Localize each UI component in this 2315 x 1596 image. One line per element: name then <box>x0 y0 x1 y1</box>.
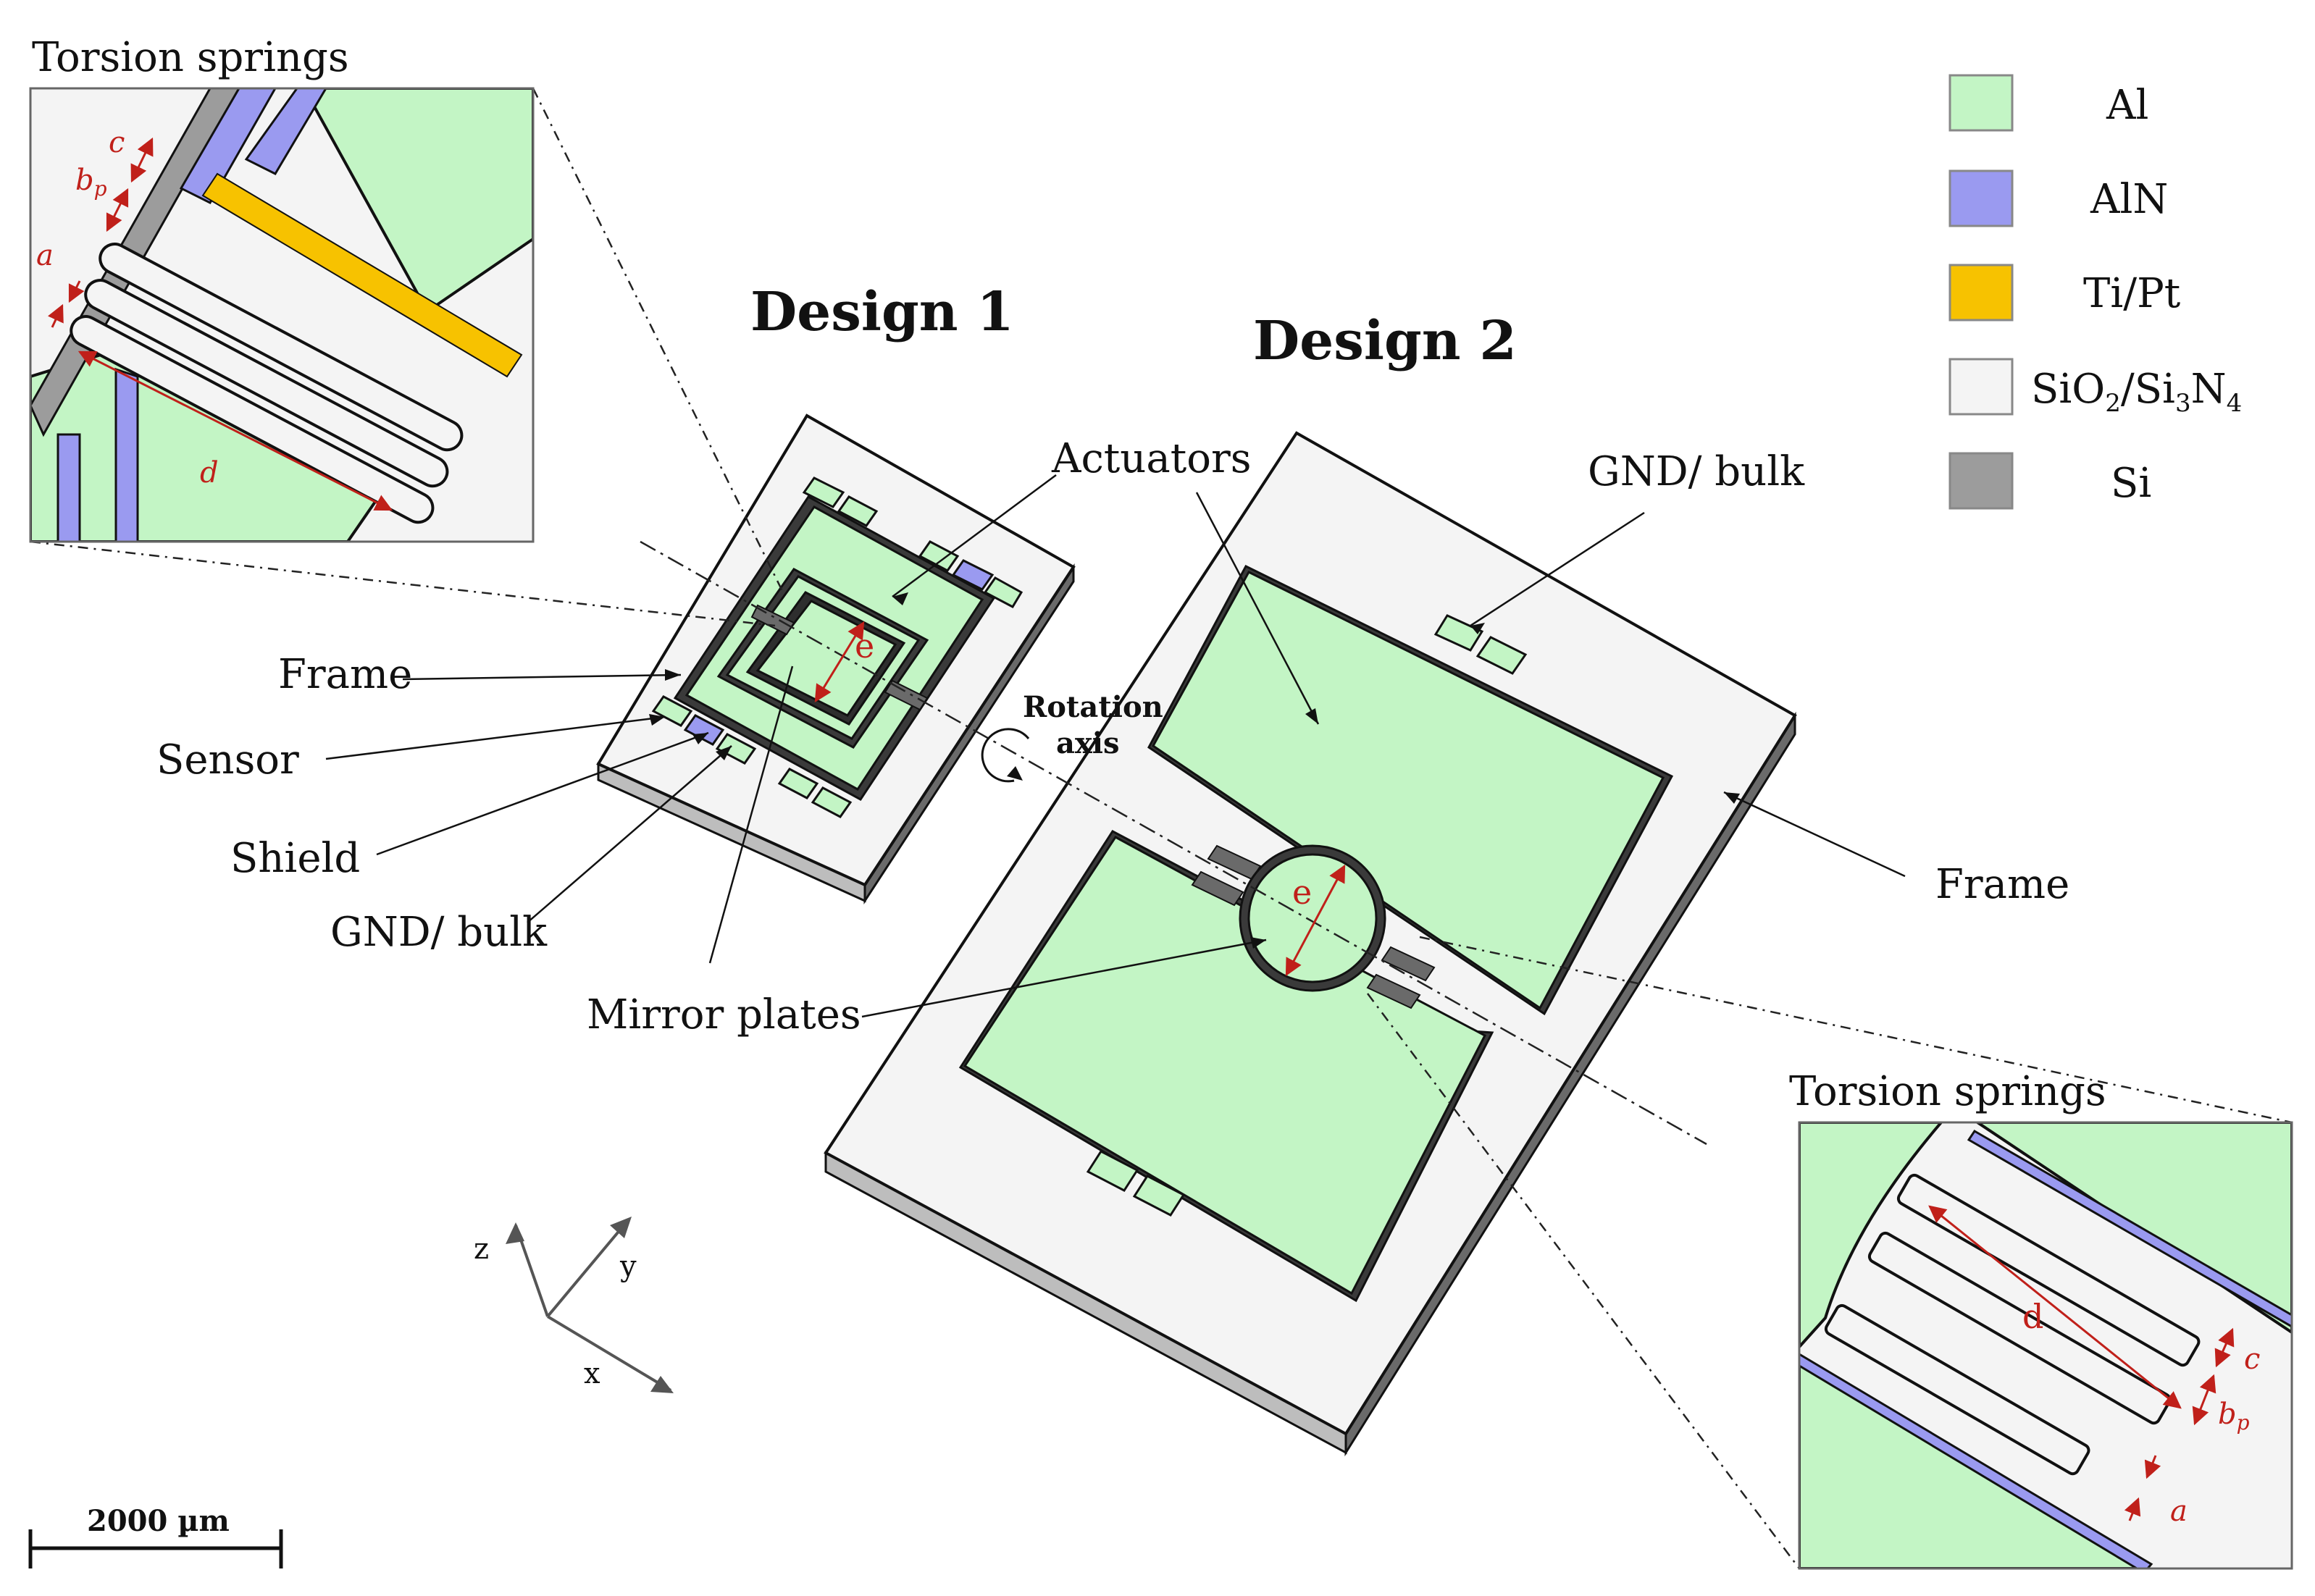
dim-e-design1: e <box>855 626 874 665</box>
inset-right: d c bp a <box>1798 1121 2293 1570</box>
legend-swatch-aln <box>1948 169 2014 227</box>
dim-d-right: d <box>2022 1297 2043 1336</box>
label-rotation: Rotation <box>1023 690 1163 724</box>
legend-swatch-si <box>1948 452 2014 510</box>
legend-swatch-al <box>1948 74 2014 132</box>
inset-right-title: Torsion springs <box>1789 1068 2106 1115</box>
dim-e-design2: e <box>1292 873 1312 912</box>
scale-bar-label: 2000 µm <box>87 1504 230 1538</box>
label-frame-right: Frame <box>1935 861 2069 908</box>
legend-swatch-tipt <box>1948 264 2014 322</box>
label-frame-left: Frame <box>278 651 412 698</box>
legend-label-sio2-si3n4: SiO2/Si3N4 <box>2031 366 2242 418</box>
legend-label-si: Si <box>2111 460 2151 507</box>
dim-a-right: a <box>2170 1495 2188 1528</box>
axis-z: z <box>474 1232 489 1266</box>
label-actuators: Actuators <box>1051 435 1252 482</box>
dim-a-left: a <box>36 239 54 272</box>
legend-label-al: Al <box>2106 82 2148 129</box>
design1-device <box>596 413 1076 905</box>
dim-bp-right: bp <box>2218 1398 2250 1435</box>
label-gnd-bulk-top: GND/ bulk <box>1588 448 1805 495</box>
axis-y: y <box>619 1250 637 1283</box>
dim-bp-left: bp <box>75 164 107 201</box>
zoom-guide-lines <box>30 88 2293 1569</box>
inset-left: c bp a d <box>29 87 535 543</box>
legend-label-aln: AlN <box>2090 176 2168 223</box>
design2-title: Design 2 <box>1253 310 1517 372</box>
scale-bar <box>28 1529 283 1568</box>
legend: Al AlN Ti/Pt SiO2/Si3N4 Si <box>1948 74 2242 510</box>
axis-x: x <box>584 1357 600 1390</box>
label-sensor: Sensor <box>156 736 299 784</box>
legend-label-tipt: Ti/Pt <box>2083 270 2181 317</box>
dim-d-left: d <box>200 456 219 490</box>
dim-c-left: c <box>109 126 125 159</box>
design1-title: Design 1 <box>750 281 1014 343</box>
design2-device <box>824 431 1797 1457</box>
design2-actuator-top <box>1152 571 1665 1010</box>
label-mirror-plates: Mirror plates <box>587 991 861 1038</box>
label-gnd-bulk-left: GND/ bulk <box>330 909 548 956</box>
dim-c-right: c <box>2244 1343 2260 1376</box>
legend-swatch-sio2 <box>1948 358 2014 416</box>
label-axis: axis <box>1056 726 1119 760</box>
inset-left-title: Torsion springs <box>32 34 349 81</box>
rotation-axis-annotation: Rotation axis <box>981 690 1163 783</box>
label-shield: Shield <box>230 835 360 882</box>
